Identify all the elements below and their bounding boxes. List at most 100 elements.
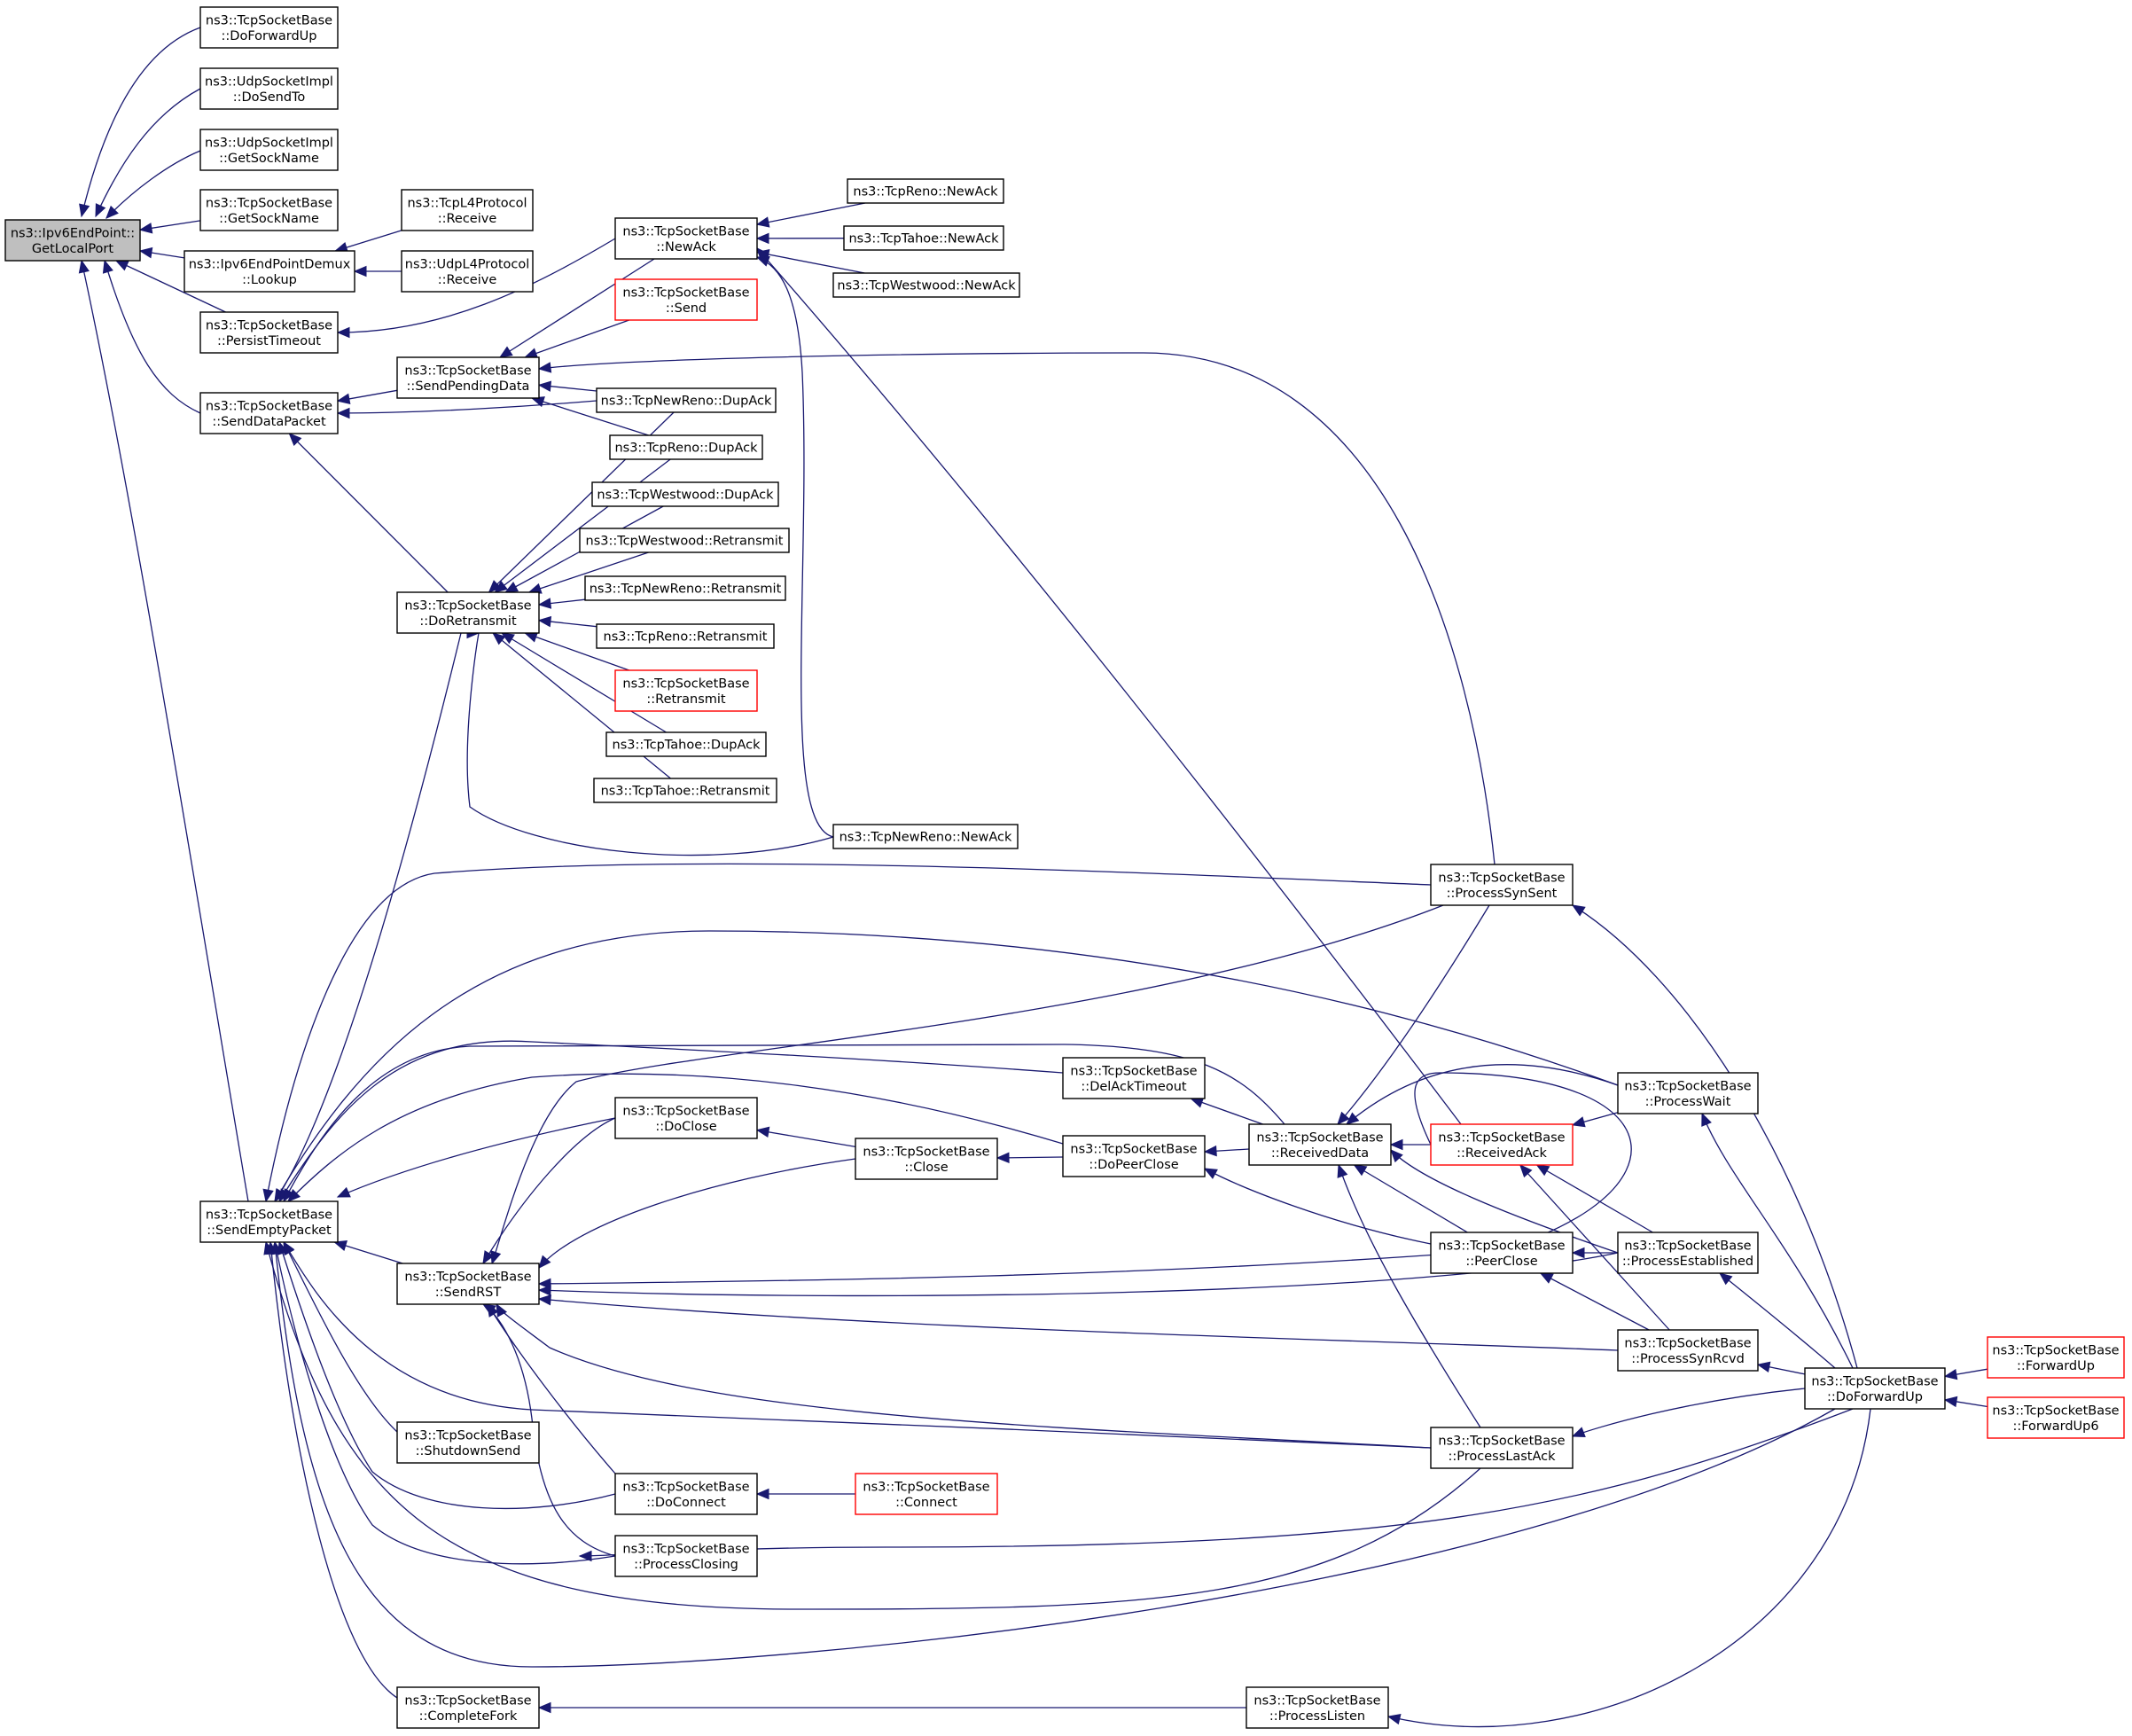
function-node-nr-na[interactable]: ns3::TcpNewReno::NewAck <box>832 824 1019 849</box>
function-node-tsb-dfu[interactable]: ns3::TcpSocketBase::DoForwardUp <box>199 6 339 49</box>
function-node-tsb-spd[interactable]: ns3::TcpSocketBase::SendPendingData <box>396 356 540 399</box>
function-node-nr-rt[interactable]: ns3::TcpNewReno::Retransmit <box>584 575 786 601</box>
function-node-tsb-ss[interactable]: ns3::TcpSocketBase::ProcessSynSent <box>1430 864 1574 906</box>
function-node-tsb-rst[interactable]: ns3::TcpSocketBase::SendRST <box>396 1263 540 1305</box>
function-node-tsb-cf[interactable]: ns3::TcpSocketBase::CompleteFork <box>396 1686 540 1729</box>
call-edge-tsb_pl-to-tsb_cf <box>537 1701 1246 1714</box>
function-node-tsb-close[interactable]: ns3::TcpSocketBase::Close <box>855 1138 998 1180</box>
arrowhead-icon <box>283 1240 295 1255</box>
node-box <box>1430 1123 1574 1166</box>
node-label-line: ns3::TcpSocketBase <box>863 1480 989 1494</box>
arrowhead-icon <box>524 631 539 643</box>
function-node-tsb-dfu2[interactable]: ns3::TcpSocketBase::DoForwardUp <box>1804 1367 1946 1410</box>
function-node-tsb-rt[interactable]: ns3::TcpSocketBase::Retransmit <box>614 669 758 712</box>
function-node-tsb-connect[interactable]: ns3::TcpSocketBase::Connect <box>855 1473 998 1515</box>
function-node-demux[interactable]: ns3::Ipv6EndPointDemux::Lookup <box>184 250 355 293</box>
function-node-tsb-fu6[interactable]: ns3::TcpSocketBase::ForwardUp6 <box>1987 1396 2125 1439</box>
arrowhead-icon <box>1571 1116 1586 1128</box>
call-edge-tsb_ra-to-tsb_rd <box>1389 1138 1431 1151</box>
node-box <box>199 67 339 110</box>
function-node-tahoe-rt[interactable]: ns3::TcpTahoe::Retransmit <box>593 778 777 803</box>
function-node-tcpl4[interactable]: ns3::TcpL4Protocol::Receive <box>401 189 534 231</box>
function-node-tsb-pla[interactable]: ns3::TcpSocketBase::ProcessLastAck <box>1430 1427 1574 1469</box>
function-node-ww-rt[interactable]: ns3::TcpWestwood::Retransmit <box>579 528 790 553</box>
function-node-tsb-dc[interactable]: ns3::TcpSocketBase::DoClose <box>614 1097 758 1139</box>
function-node-tsb-pcl[interactable]: ns3::TcpSocketBase::PeerClose <box>1430 1232 1574 1274</box>
node-label-line: ::ProcessClosing <box>634 1558 738 1572</box>
arrowhead-icon <box>504 581 519 593</box>
function-node-tsb-dat[interactable]: ns3::TcpSocketBase::DelAckTimeout <box>1062 1057 1206 1099</box>
function-node-tahoe-da[interactable]: ns3::TcpTahoe::DupAck <box>605 731 767 757</box>
function-node-tsb-shs[interactable]: ns3::TcpSocketBase::ShutdownSend <box>396 1421 540 1464</box>
function-node-tsb-pc[interactable]: ns3::TcpSocketBase::ProcessClosing <box>614 1535 758 1577</box>
arrowhead-icon <box>1190 1097 1205 1108</box>
function-node-ww-da[interactable]: ns3::TcpWestwood::DupAck <box>591 481 779 507</box>
call-edge-tsb_psr-to-tsb_ra <box>1519 1164 1670 1331</box>
function-node-udp-gsn[interactable]: ns3::UdpSocketImpl::GetSockName <box>199 129 339 171</box>
node-label-line: ::Lookup <box>242 273 297 287</box>
function-node-tsb-na[interactable]: ns3::TcpSocketBase::NewAck <box>614 217 758 260</box>
function-node-tsb-pl[interactable]: ns3::TcpSocketBase::ProcessListen <box>1246 1686 1389 1729</box>
function-node-tsb-send[interactable]: ns3::TcpSocketBase::Send <box>614 278 758 321</box>
function-node-ww-na[interactable]: ns3::TcpWestwood::NewAck <box>832 272 1020 298</box>
node-label-line: ns3::TcpSocketBase <box>1624 1079 1751 1093</box>
call-edge-tsb_dc-to-tsb_sep <box>336 1117 616 1198</box>
function-node-tsb-dcon[interactable]: ns3::TcpSocketBase::DoConnect <box>614 1473 758 1515</box>
node-label-line: ::NewAck <box>656 240 716 254</box>
node-label-line: ns3::TcpSocketBase <box>622 1542 749 1556</box>
call-edge-tsb_fu6-to-tsb_dfu2 <box>1943 1396 1988 1408</box>
node-label-line: ::Receive <box>438 212 497 226</box>
function-node-tsb-pe[interactable]: ns3::TcpSocketBase::ProcessEstablished <box>1617 1232 1759 1274</box>
arrowhead-icon <box>1346 1112 1360 1125</box>
function-node-nr-da[interactable]: ns3::TcpNewReno::DupAck <box>596 387 777 413</box>
node-label-line: ::GetSockName <box>219 152 319 166</box>
node-label-line: ns3::TcpNewReno::NewAck <box>840 831 1012 845</box>
node-label-line: ns3::TcpWestwood::DupAck <box>597 489 774 503</box>
function-node-tahoe-na[interactable]: ns3::TcpTahoe::NewAck <box>843 225 1004 251</box>
node-label-line: ::ReceivedData <box>1271 1146 1369 1161</box>
arrowhead-icon <box>288 433 302 446</box>
function-node-udp-dst[interactable]: ns3::UdpSocketImpl::DoSendTo <box>199 67 339 110</box>
function-node-tsb-gsn[interactable]: ns3::TcpSocketBase::GetSockName <box>199 189 339 231</box>
node-label-line: ns3::TcpSocketBase <box>206 399 332 413</box>
node-label-line: ::CompleteFork <box>419 1709 518 1724</box>
node-label-line: ns3::UdpL4Protocol <box>405 257 530 271</box>
function-node-tsb-rd[interactable]: ns3::TcpSocketBase::ReceivedData <box>1248 1123 1392 1166</box>
function-node-tsb-dpc[interactable]: ns3::TcpSocketBase::DoPeerClose <box>1062 1135 1206 1177</box>
node-box <box>832 272 1020 298</box>
node-label-line: ::DoSendTo <box>233 90 306 105</box>
call-edge-tsb_dfu2-to-tsb_pc <box>578 1408 1854 1562</box>
call-edge-tsb_pe-to-tsb_rd <box>1390 1149 1619 1254</box>
call-edge-tsb_ss-to-tsb_spd <box>537 352 1496 865</box>
node-box <box>614 278 758 321</box>
node-label-line: ns3::TcpSocketBase <box>622 1480 749 1494</box>
arrowhead-icon <box>996 1152 1010 1164</box>
function-node-tsb-dr[interactable]: ns3::TcpSocketBase::DoRetransmit <box>396 591 540 634</box>
node-box <box>199 392 339 434</box>
call-edge-ww_na-to-tsb_na <box>755 248 865 274</box>
arrowhead-icon <box>1337 1163 1348 1178</box>
call-edge-tsb_rt-to-tsb_dr <box>524 631 629 671</box>
function-node-tsb-pw[interactable]: ns3::TcpSocketBase::ProcessWait <box>1617 1072 1759 1114</box>
function-node-reno-na[interactable]: ns3::TcpReno::NewAck <box>847 178 1004 204</box>
arrowhead-icon <box>262 1188 274 1203</box>
node-label-line: ::GetSockName <box>219 212 319 226</box>
function-node-udpl4[interactable]: ns3::UdpL4Protocol::Receive <box>401 250 534 293</box>
function-node-tsb-sep[interactable]: ns3::TcpSocketBase::SendEmptyPacket <box>199 1200 339 1243</box>
call-edge-tsb_dfu2-to-tsb_psr <box>1756 1361 1806 1375</box>
call-edge-tsb_dfu2-to-tsb_pw <box>1701 1112 1854 1369</box>
call-edge-nr_da-to-tsb_spd <box>537 380 597 392</box>
function-node-gl[interactable]: ns3::Ipv6EndPoint::GetLocalPort <box>4 219 141 262</box>
function-node-reno-rt[interactable]: ns3::TcpReno::Retransmit <box>596 623 775 649</box>
function-node-tsb-psr[interactable]: ns3::TcpSocketBase::ProcessSynRcvd <box>1617 1329 1759 1372</box>
function-node-tsb-ra[interactable]: ns3::TcpSocketBase::ReceivedAck <box>1430 1123 1574 1166</box>
node-label-line: ::SendDataPacket <box>212 415 326 429</box>
call-edge-tsb_dfu2-to-tsb_pe <box>1719 1272 1836 1369</box>
arrowhead-icon <box>1571 1247 1585 1259</box>
function-node-reno-da[interactable]: ns3::TcpReno::DupAck <box>609 434 763 460</box>
function-node-tsb-fu[interactable]: ns3::TcpSocketBase::ForwardUp <box>1987 1336 2125 1379</box>
node-label-line: ns3::TcpWestwood::Retransmit <box>586 535 784 549</box>
call-edge-tsb_rd-to-tsb_dat <box>1190 1097 1263 1125</box>
function-node-tsb-sdp[interactable]: ns3::TcpSocketBase::SendDataPacket <box>199 392 339 434</box>
function-node-tsb-pt[interactable]: ns3::TcpSocketBase::PersistTimeout <box>199 311 339 354</box>
